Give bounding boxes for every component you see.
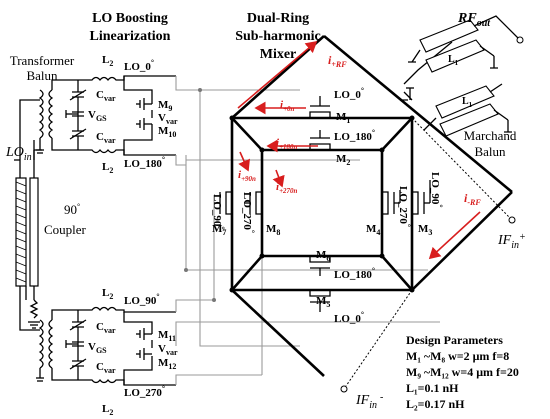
m5-label: M5 [316, 295, 330, 309]
m8-label: M8 [266, 223, 280, 237]
if-plus-port: IFin+ [497, 232, 526, 251]
vgs-bottom-label: VGS [88, 341, 107, 355]
label-coupler-90: 90° [64, 202, 80, 217]
cvar-bottom2-label: Cvar [96, 361, 116, 375]
title-lo-boosting: LO Boosting [92, 11, 168, 26]
ring-lo90-right: LO_90° [429, 172, 444, 208]
ring-lo90-left: LO_90° [211, 194, 226, 230]
i-180n-label: i+180n [276, 137, 298, 151]
transformer-balun-top [19, 79, 78, 160]
i-270n-label: i+270n [276, 181, 298, 195]
vvar-top-label: Vvar [158, 112, 178, 126]
cvar-top2-label: Cvar [96, 131, 116, 145]
m11-label: M11 [158, 329, 176, 343]
design-params-line2: M₉ ~M₁₂ w=4 μm f=20 [406, 365, 519, 379]
i-0n-label: i+0n [280, 99, 295, 113]
m12-label: M12 [158, 357, 176, 371]
l1-lower-label: L1 [462, 96, 473, 109]
l2-top-label: L2 [102, 54, 113, 68]
lo-boosting-bottom: L2 LO_90° L2 LO_270° Cvar Cvar VGS M11 M… [65, 287, 178, 417]
coupler-90 [14, 140, 42, 329]
title-linearization: Linearization [90, 29, 171, 44]
if-minus-port: IFin- [355, 392, 383, 411]
title-sub-harmonic: Sub-harmonic [235, 29, 321, 44]
cvar-bottom1-label: Cvar [96, 321, 116, 335]
ring-lo270-right: LO_270° [397, 186, 412, 227]
title-mixer: Mixer [260, 47, 297, 62]
if-minus-terminal[interactable] [340, 385, 348, 393]
ring-lo180-bottom: LO_180° [334, 266, 375, 281]
lo180-top-bias: LO_180° [124, 155, 165, 170]
marchand-balun [400, 15, 524, 137]
m6-label: M6 [316, 249, 330, 263]
mixer-ring [184, 34, 513, 377]
ring-lo180-top: LO_180° [334, 128, 375, 143]
m7-label: M7 [212, 223, 226, 237]
vvar-bottom-label: Vvar [158, 343, 178, 357]
label-marchand: Marchand [464, 128, 517, 143]
vgs-top-label: VGS [88, 109, 107, 123]
rf-out-port: RFout [457, 11, 491, 29]
design-params-line1: M₁ ~M₈ w=2 μm f=8 [406, 349, 509, 363]
i-90n-label: i+90n [238, 169, 256, 183]
l1-upper-label: L1 [448, 54, 459, 67]
label-marchand-balun: Balun [474, 144, 506, 159]
lo0-top-bias: LO_0° [124, 58, 154, 73]
m9-label: M9 [158, 99, 172, 113]
lo270-bottom-bias: LO_270° [124, 384, 165, 399]
i-rf-plus-label: i+RF [328, 53, 347, 69]
transformer-balun-bottom [19, 300, 78, 382]
label-transformer: Transformer [10, 53, 75, 68]
l2-bottom2-label: L2 [102, 403, 113, 417]
m4-label: M4 [366, 223, 380, 237]
lo-in-port: LOin [5, 145, 32, 163]
design-parameters: Design Parameters M₁ ~M₈ w=2 μm f=8 M₉ ~… [406, 333, 519, 411]
if-plus-terminal[interactable] [508, 216, 516, 224]
m2-label: M2 [336, 153, 350, 167]
m1-label: M1 [336, 111, 350, 125]
m3-label: M3 [418, 223, 432, 237]
label-transformer-balun: Balun [26, 68, 58, 83]
label-coupler: Coupler [44, 222, 87, 237]
title-dual-ring: Dual-Ring [247, 11, 309, 26]
ring-lo0-top: LO_0° [334, 86, 364, 101]
cvar-top1-label: Cvar [96, 89, 116, 103]
current-arrows [237, 40, 481, 260]
design-params-line3: L₁=0.1 nH [406, 381, 459, 395]
l2-top2-label: L2 [102, 161, 113, 175]
if-plus-dashed-line [411, 117, 511, 219]
lo90-bottom-bias: LO_90° [124, 292, 160, 307]
m10-label: M10 [158, 125, 176, 139]
i-rf-minus-label: i-RF [464, 191, 481, 207]
design-params-title: Design Parameters [406, 333, 503, 347]
if-minus-dashed-line [345, 289, 413, 387]
ring-lo0-bottom: LO_0° [334, 310, 364, 325]
ring-lo270-left: LO_270° [241, 192, 256, 233]
lo-boosting-top: L2 LO_0° L2 LO_180° Cvar Cvar VGS M9 M10… [65, 54, 178, 175]
l2-bottom-label: L2 [102, 287, 113, 301]
design-params-line4: L₂=0.17 nH [406, 397, 465, 411]
